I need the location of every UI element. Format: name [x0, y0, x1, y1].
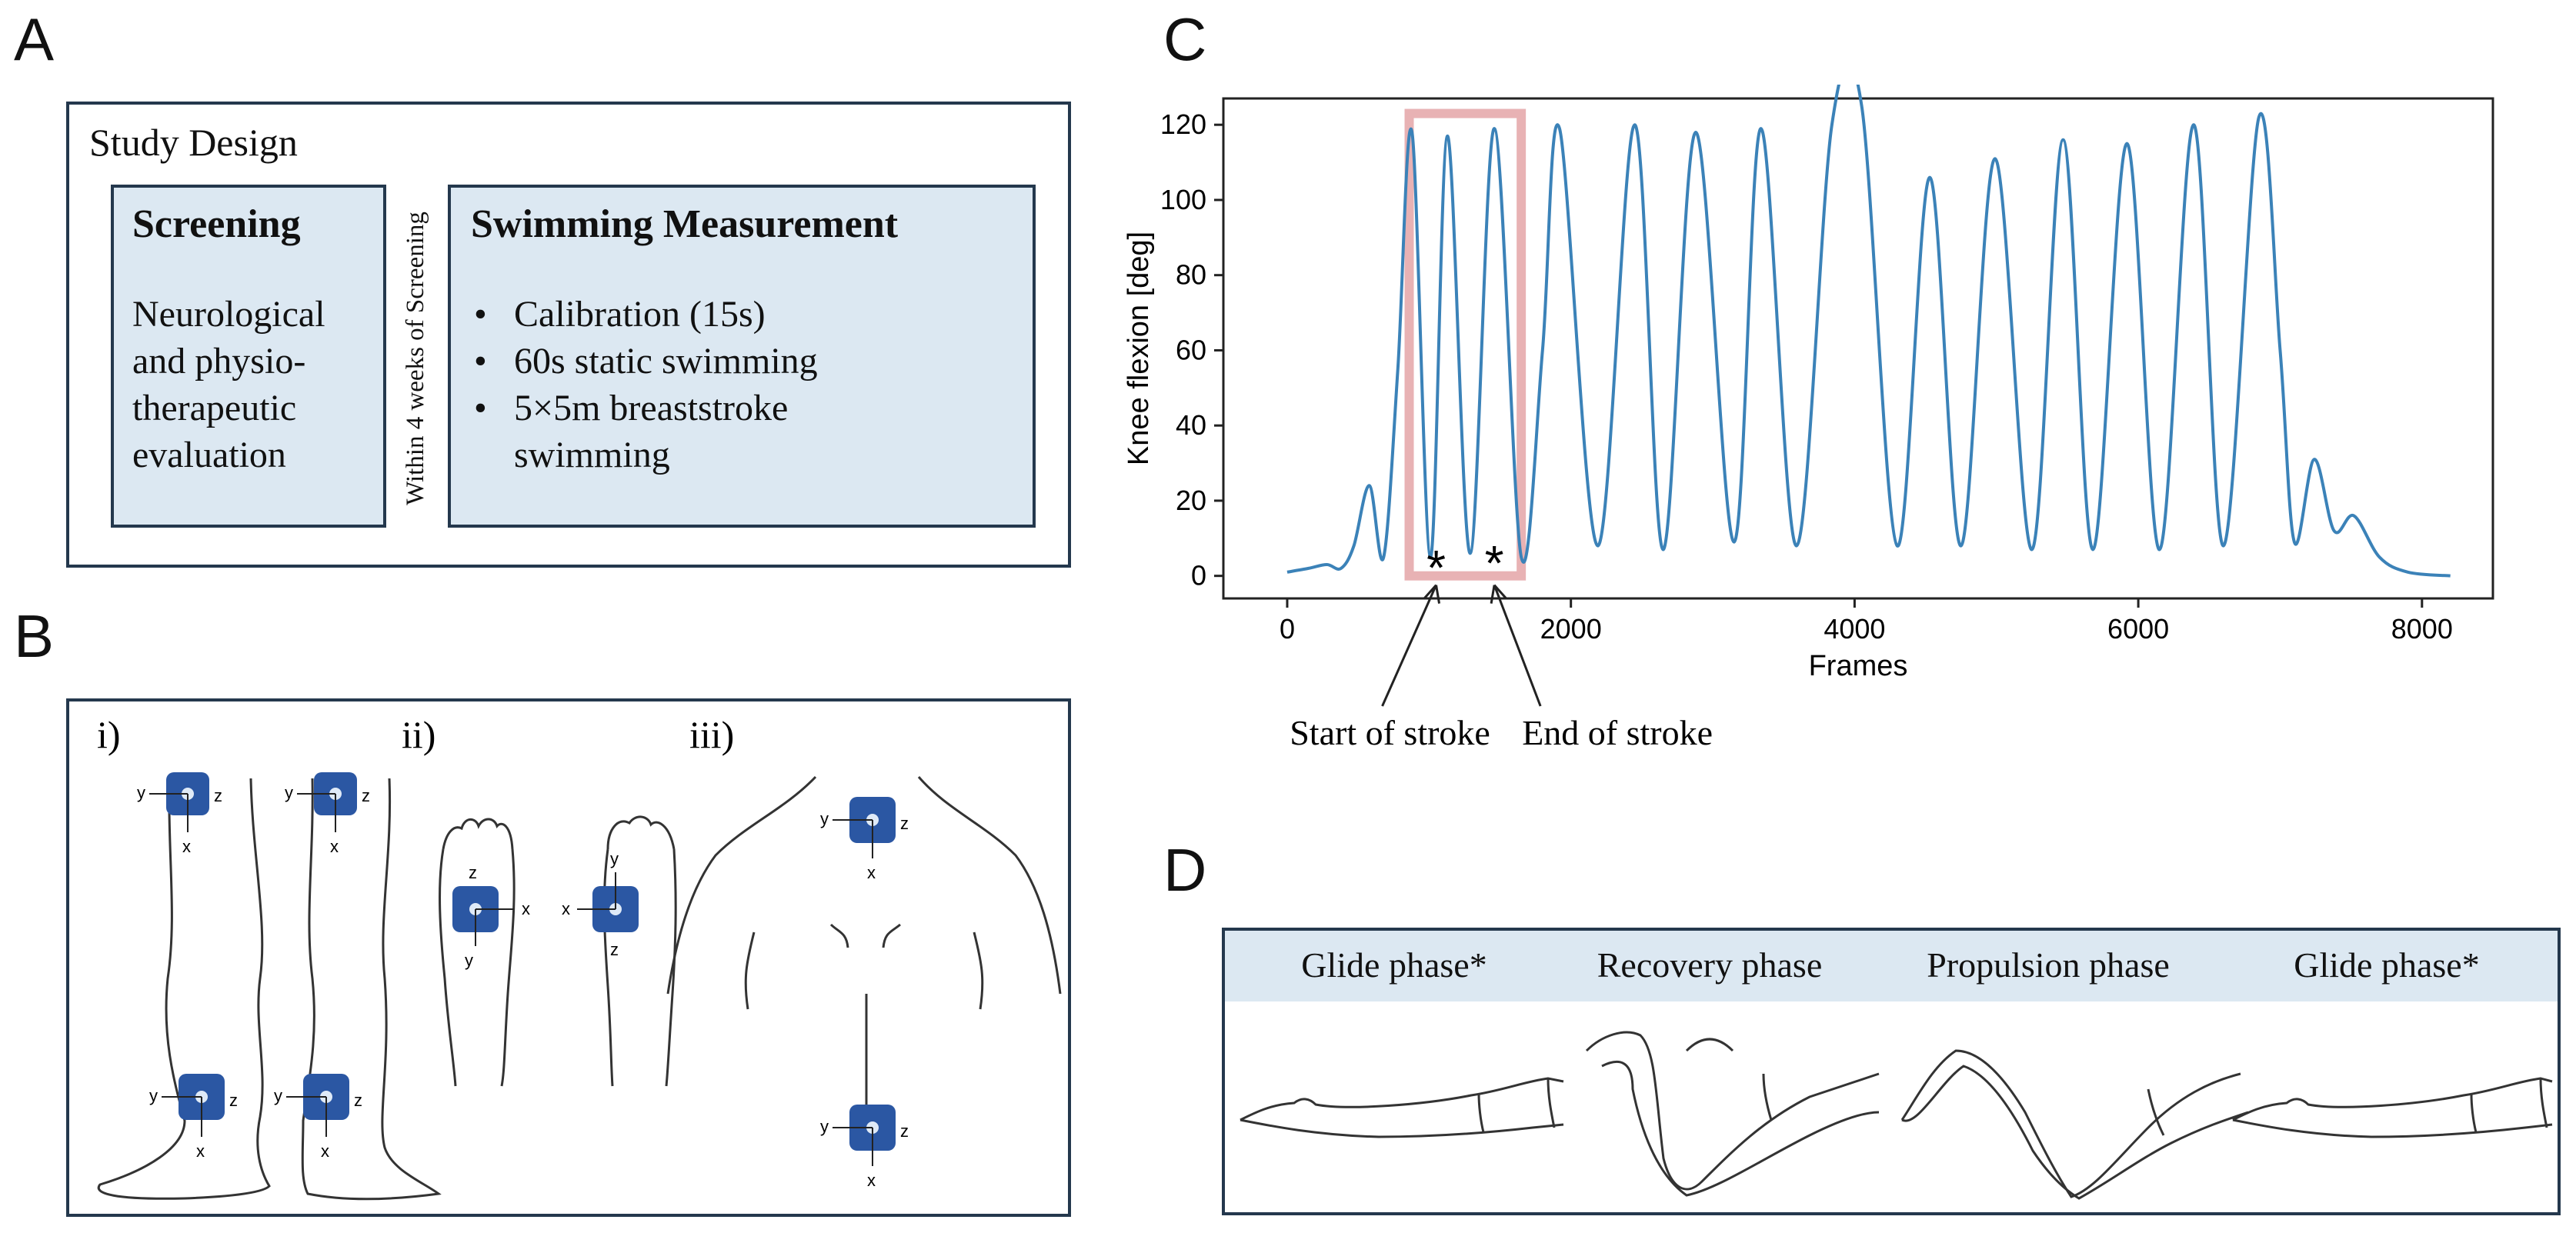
axis-label-x: x — [321, 1141, 329, 1161]
phase-label: Glide phase* — [2294, 945, 2480, 985]
axis-label-z: z — [900, 1121, 909, 1141]
axis-label-z: z — [469, 863, 477, 882]
phase-label-band — [1225, 931, 2558, 1001]
phase-label: Propulsion phase — [1927, 945, 2170, 985]
end-of-stroke-label: End of stroke — [1522, 713, 1713, 752]
axis-label-z: z — [229, 1091, 238, 1110]
study-design-box: Study Design Screening Neurological and … — [66, 102, 1071, 568]
stroke-end-marker: * — [1485, 535, 1504, 591]
imu-sensor: x y z — [562, 849, 639, 959]
axis-label-z: z — [900, 814, 909, 833]
panel-letter-c: C — [1163, 5, 1207, 73]
screening-text-line: Neurological — [132, 294, 325, 335]
swim-phases-box: Glide phase* Recovery phase Propulsion p… — [1222, 928, 2561, 1215]
study-design-title: Study Design — [89, 121, 298, 164]
axis-label-x: x — [330, 837, 339, 856]
screening-box: Screening Neurological and physio- thera… — [111, 185, 386, 528]
axis-label-x: x — [867, 863, 876, 882]
phase-label: Glide phase* — [1301, 945, 1487, 985]
knee-flexion-line — [1286, 85, 2451, 578]
axis-label-y: y — [820, 1117, 829, 1136]
end-of-stroke-arrow — [1490, 584, 1542, 707]
axis-label-z: z — [362, 786, 370, 805]
panel-letter-a: A — [14, 5, 55, 73]
swimming-measurement-box: Swimming Measurement Calibration (15s) 6… — [448, 185, 1036, 528]
stroke-highlight-box — [1404, 108, 1527, 581]
phase-label: Recovery phase — [1597, 945, 1823, 985]
torso-outline — [666, 775, 1062, 1132]
imu-sensor: y z x — [274, 1074, 362, 1161]
panel-letter-b: B — [14, 602, 55, 670]
sub-label-i: i) — [97, 713, 121, 756]
plot-frame — [1222, 97, 2494, 600]
axis-label-x: x — [562, 899, 570, 918]
start-of-stroke-label: Start of stroke — [1290, 713, 1490, 752]
measurement-item: 5×5m breaststroke swimming — [471, 385, 902, 478]
axis-label-y: y — [149, 1086, 158, 1105]
imu-sensor: x y z — [452, 863, 530, 970]
imu-sensor: y z x — [137, 772, 222, 856]
y-tick-label: 40 — [1176, 409, 1206, 441]
axis-label-y: y — [820, 809, 829, 828]
y-tick-label: 80 — [1176, 259, 1206, 291]
axis-label-y: y — [137, 783, 145, 802]
imu-sensor: y z x — [820, 797, 909, 882]
y-axis-label: Knee flexion [deg] — [1123, 232, 1155, 465]
screening-text-line: and physio- — [132, 341, 306, 382]
glide-legs-drawing — [1240, 1077, 1564, 1138]
x-tick-label: 0 — [1280, 613, 1295, 645]
x-axis-label: Frames — [1809, 650, 1908, 682]
x-tick-label: 8000 — [2391, 613, 2453, 645]
axis-label-x: x — [196, 1141, 205, 1161]
axis-label-z: z — [214, 786, 222, 805]
screening-heading: Screening — [132, 202, 301, 246]
y-tick-label: 20 — [1176, 485, 1206, 516]
panel-letter-d: D — [1163, 836, 1207, 904]
axis-label-y: y — [285, 783, 293, 802]
axis-label-z: z — [610, 940, 619, 959]
y-tick-label: 60 — [1176, 334, 1206, 365]
sensor-placement-box: i) ii) iii) y — [66, 698, 1071, 1217]
imu-sensor: y z x — [820, 1105, 909, 1190]
axis-label-x: x — [522, 899, 530, 918]
measurement-heading: Swimming Measurement — [471, 202, 899, 246]
interval-label: Within 4 weeks of Screening — [402, 212, 429, 505]
x-tick-label: 2000 — [1540, 613, 1602, 645]
screening-text: Neurological and physio- therapeutic eva… — [132, 291, 325, 478]
swim-phase-drawings — [1240, 1031, 2553, 1200]
x-tick-label: 4000 — [1824, 613, 1885, 645]
glide-legs-drawing-2 — [2232, 1077, 2553, 1138]
screening-text-line: evaluation — [132, 435, 286, 475]
screening-text-line: therapeutic — [132, 388, 297, 428]
axis-label-x: x — [867, 1171, 876, 1190]
sub-label-ii: ii) — [402, 713, 435, 756]
y-tick-label: 120 — [1160, 108, 1206, 140]
measurement-list: Calibration (15s) 60s static swimming 5×… — [471, 291, 902, 478]
axis-ticks: 0 2000 4000 6000 8000 0 20 40 60 80 100 120 — [1160, 108, 2453, 645]
x-tick-label: 6000 — [2107, 613, 2169, 645]
axis-label-y: y — [274, 1086, 282, 1105]
sub-label-iii: iii) — [689, 713, 734, 756]
recovery-legs-drawing — [1585, 1031, 1880, 1197]
y-tick-label: 0 — [1191, 560, 1206, 592]
sensor-placement-figure: i) ii) iii) y — [97, 713, 1062, 1201]
axis-label-x: x — [182, 837, 191, 856]
axis-label-y: y — [610, 849, 619, 868]
start-of-stroke-arrow — [1381, 584, 1441, 707]
axis-label-y: y — [465, 951, 473, 970]
imu-sensor: y z x — [285, 772, 370, 856]
feet-outline — [439, 815, 677, 1087]
y-tick-label: 100 — [1160, 184, 1206, 215]
legs-outline — [97, 778, 442, 1201]
propulsion-legs-drawing — [1900, 1049, 2249, 1200]
imu-sensor: y z x — [149, 1074, 238, 1161]
measurement-item: Calibration (15s) — [471, 291, 902, 338]
measurement-item: 60s static swimming — [471, 338, 902, 385]
axis-label-z: z — [354, 1091, 362, 1110]
